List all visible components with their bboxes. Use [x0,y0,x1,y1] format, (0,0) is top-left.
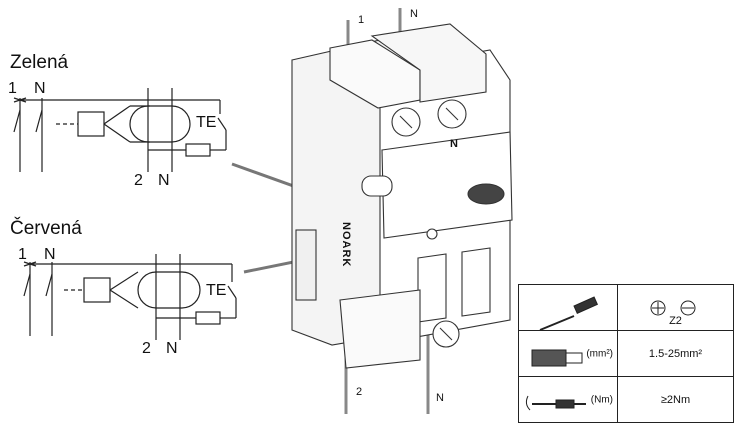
device-terminal-mark: N [450,138,458,150]
schematic-top-out-phase: 2 [134,172,143,189]
spec-table-grid: Z2 (mm²) 1.5-25mm² (Nm) ≥2Nm [518,284,734,423]
device-top-wire-neutral: N [410,8,418,20]
device-bottom-wire-neutral: N [436,392,444,404]
schematic-bottom-pole-neutral: N [44,246,56,263]
schematic-bottom-pole-phase: 1 [18,246,27,263]
spec-torque-value: ≥2Nm [617,376,734,423]
schematic-bottom-test-label: TE [206,282,227,299]
spec-wire-unit: (mm²) [586,348,613,359]
schematic-top-pole-neutral: N [34,80,46,97]
device-brand-text: NOARK [340,222,352,268]
schematic-bottom-title: Červená [10,218,82,239]
schematic-top-lines [13,88,227,172]
rcd-device-drawing [291,8,513,414]
schematic-top-out-neutral: N [158,172,170,189]
schematic-top-pole-phase: 1 [8,80,17,97]
spec-cell-torque: (Nm) [518,376,618,423]
spec-wire-range: 1.5-25mm² [617,330,734,377]
device-bottom-wire-phase: 2 [356,386,363,398]
schematic-bottom-lines [23,254,237,340]
schematic-top-title: Zelená [10,52,69,73]
spec-cell-screwdriver [518,284,618,331]
spec-cell-screwdriver-type: Z2 [617,284,734,331]
spec-cell-wire: (mm²) [518,330,618,377]
device-top-wire-phase: 1 [358,14,365,26]
spec-screwdriver-type: Z2 [669,314,682,327]
schematic-bottom-out-neutral: N [166,340,178,357]
spec-table: Z2 (mm²) 1.5-25mm² (Nm) ≥2Nm [518,284,734,423]
schematic-bottom-out-phase: 2 [142,340,151,357]
schematic-top-test-label: TE [196,114,217,131]
spec-torque-unit: (Nm) [590,394,613,405]
